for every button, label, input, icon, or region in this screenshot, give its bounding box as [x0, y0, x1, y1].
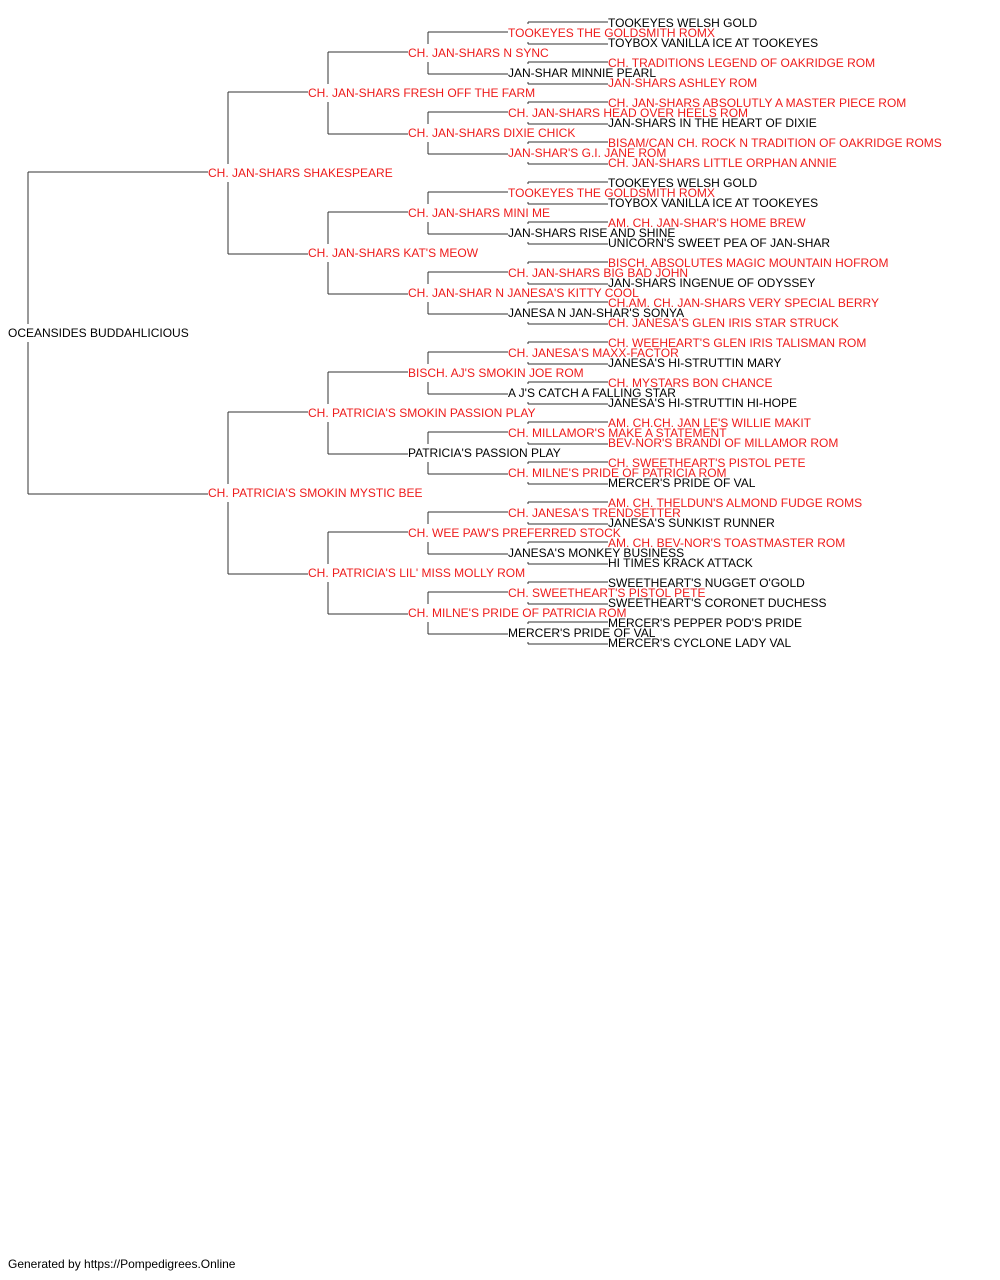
pedigree-dog-gen5-42: MERCER'S PRIDE OF VAL	[608, 476, 756, 490]
pedigree-dog-gen4-17: TOOKEYES THE GOLDSMITH ROMX	[508, 186, 715, 200]
pedigree-dog-gen5-1: TOYBOX VANILLA ICE AT TOOKEYES	[608, 36, 818, 50]
pedigree-dog-gen4-51: JANESA'S MONKEY BUSINESS	[508, 546, 684, 560]
pedigree-dog-gen5-50: HI TIMES KRACK ATTACK	[608, 556, 753, 570]
pedigree-dog-gen5-53: SWEETHEART'S NUGGET O'GOLD	[608, 576, 805, 590]
pedigree-dog-gen4-36: A J'S CATCH A FALLING STAR	[508, 386, 676, 400]
pedigree-dog-gen3-28: CH. JAN-SHAR N JANESA'S KITTY COOL	[408, 286, 639, 300]
pedigree-dog-gen5-57: MERCER'S CYCLONE LADY VAL	[608, 636, 792, 650]
pedigree-dog-gen5-41: CH. SWEETHEART'S PISTOL PETE	[608, 456, 805, 470]
pedigree-dog-gen5-11: CH. JAN-SHARS LITTLE ORPHAN ANNIE	[608, 156, 837, 170]
pedigree-dog-gen4-20: JAN-SHARS RISE AND SHINE	[508, 226, 675, 240]
pedigree-dog-gen1-61: CH. PATRICIA'S SMOKIN MYSTIC BEE	[208, 486, 423, 500]
pedigree-dog-gen4-24: CH. JAN-SHARS BIG BAD JOHN	[508, 266, 688, 280]
pedigree-dog-gen4-2: TOOKEYES THE GOLDSMITH ROMX	[508, 26, 715, 40]
footer-credit: Generated by https://Pompedigrees.Online	[8, 1257, 236, 1271]
pedigree-dog-gen2-45: CH. PATRICIA'S SMOKIN PASSION PLAY	[308, 406, 535, 420]
pedigree-dog-gen5-47: JANESA'S SUNKIST RUNNER	[608, 516, 775, 530]
pedigree-dog-gen5-38: AM. CH.CH. JAN LE'S WILLIE MAKIT	[608, 416, 812, 430]
pedigree-dog-gen4-40: CH. MILLAMOR'S MAKE A STATEMENT	[508, 426, 727, 440]
pedigree-dog-gen4-43: CH. MILNE'S PRIDE OF PATRICIA ROM	[508, 466, 727, 480]
pedigree-dog-gen5-16: TOYBOX VANILLA ICE AT TOOKEYES	[608, 196, 818, 210]
pedigree-dog-gen2-60: CH. PATRICIA'S LIL' MISS MOLLY ROM	[308, 566, 525, 580]
pedigree-dog-gen3-37: BISCH. AJ'S SMOKIN JOE ROM	[408, 366, 584, 380]
pedigree-dog-gen5-23: JAN-SHARS INGENUE OF ODYSSEY	[608, 276, 815, 290]
pedigree-dog-gen5-0: TOOKEYES WELSH GOLD	[608, 16, 757, 30]
pedigree-dog-gen4-55: CH. SWEETHEART'S PISTOL PETE	[508, 586, 705, 600]
pedigree-dog-gen3-59: CH. MILNE'S PRIDE OF PATRICIA ROM	[408, 606, 627, 620]
pedigree-dog-gen3-6: CH. JAN-SHARS N SYNC	[408, 46, 549, 60]
pedigree-dog-gen4-12: JAN-SHAR'S G.I. JANE ROM	[508, 146, 666, 160]
pedigree-dog-gen3-21: CH. JAN-SHARS MINI ME	[408, 206, 550, 220]
pedigree-dog-gen5-19: UNICORN'S SWEET PEA OF JAN-SHAR	[608, 236, 830, 250]
pedigree-dog-gen5-4: JAN-SHARS ASHLEY ROM	[608, 76, 757, 90]
pedigree-dog-gen5-46: AM. CH. THELDUN'S ALMOND FUDGE ROMS	[608, 496, 862, 510]
pedigree-dog-gen5-26: CH. JANESA'S GLEN IRIS STAR STRUCK	[608, 316, 839, 330]
pedigree-dog-gen4-58: MERCER'S PRIDE OF VAL	[508, 626, 656, 640]
pedigree-dog-gen5-3: CH. TRADITIONS LEGEND OF OAKRIDGE ROM	[608, 56, 875, 70]
pedigree-dog-gen5-25: CH.AM. CH. JAN-SHARS VERY SPECIAL BERRY	[608, 296, 879, 310]
pedigree-dog-gen5-31: CH. WEEHEART'S GLEN IRIS TALISMAN ROM	[608, 336, 866, 350]
pedigree-dog-gen5-56: MERCER'S PEPPER POD'S PRIDE	[608, 616, 802, 630]
pedigree-dog-gen5-34: CH. MYSTARS BON CHANCE	[608, 376, 772, 390]
pedigree-dog-gen5-32: JANESA'S HI-STRUTTIN MARY	[608, 356, 781, 370]
pedigree-dog-gen2-14: CH. JAN-SHARS FRESH OFF THE FARM	[308, 86, 535, 100]
pedigree-dog-gen5-7: CH. JAN-SHARS ABSOLUTLY A MASTER PIECE R…	[608, 96, 906, 110]
pedigree-dog-gen2-29: CH. JAN-SHARS KAT'S MEOW	[308, 246, 479, 260]
pedigree-dog-gen4-5: JAN-SHAR MINNIE PEARL	[508, 66, 656, 80]
pedigree-dog-gen5-8: JAN-SHARS IN THE HEART OF DIXIE	[608, 116, 817, 130]
pedigree-dog-gen0-62: OCEANSIDES BUDDAHLICIOUS	[8, 326, 189, 340]
pedigree-dog-gen5-39: BEV-NOR'S BRANDI OF MILLAMOR ROM	[608, 436, 838, 450]
pedigree-dog-gen3-13: CH. JAN-SHARS DIXIE CHICK	[408, 126, 575, 140]
pedigree-dog-gen4-9: CH. JAN-SHARS HEAD OVER HEELS ROM	[508, 106, 748, 120]
pedigree-dog-gen4-33: CH. JANESA'S MAXX-FACTOR	[508, 346, 679, 360]
pedigree-dog-gen4-27: JANESA N JAN-SHAR'S SONYA	[508, 306, 684, 320]
pedigree-dog-gen5-54: SWEETHEART'S CORONET DUCHESS	[608, 596, 827, 610]
pedigree-dog-gen5-10: BISAM/CAN CH. ROCK N TRADITION OF OAKRID…	[608, 136, 942, 150]
pedigree-dog-gen5-18: AM. CH. JAN-SHAR'S HOME BREW	[608, 216, 806, 230]
pedigree-dog-gen5-15: TOOKEYES WELSH GOLD	[608, 176, 757, 190]
pedigree-dog-gen4-48: CH. JANESA'S TRENDSETTER	[508, 506, 681, 520]
pedigree-dog-gen5-35: JANESA'S HI-STRUTTIN HI-HOPE	[608, 396, 797, 410]
pedigree-dog-gen3-44: PATRICIA'S PASSION PLAY	[408, 446, 561, 460]
pedigree-dog-gen5-49: AM. CH. BEV-NOR'S TOASTMASTER ROM	[608, 536, 845, 550]
pedigree-dog-gen3-52: CH. WEE PAW'S PREFERRED STOCK	[408, 526, 621, 540]
pedigree-dog-gen1-30: CH. JAN-SHARS SHAKESPEARE	[208, 166, 393, 180]
pedigree-dog-gen5-22: BISCH. ABSOLUTES MAGIC MOUNTAIN HOFROM	[608, 256, 888, 270]
